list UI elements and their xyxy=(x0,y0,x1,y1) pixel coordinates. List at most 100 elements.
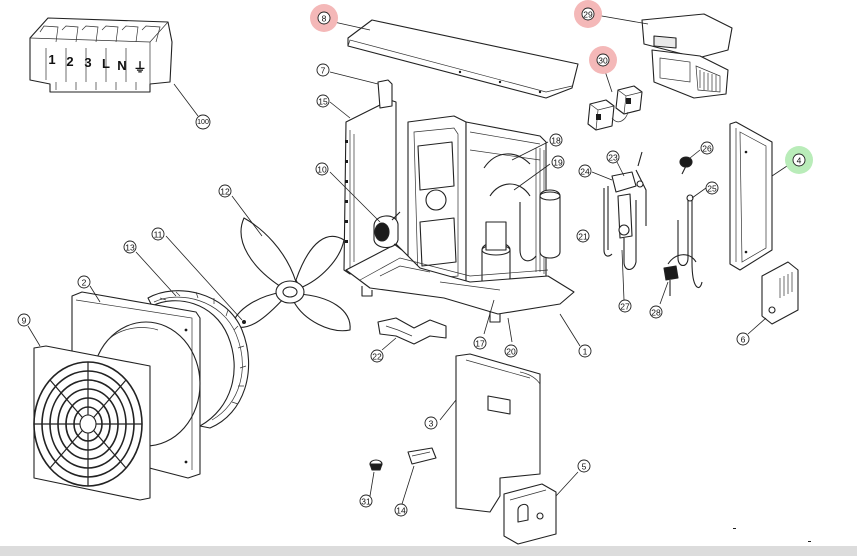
callout-label: 30 xyxy=(598,56,608,66)
callout-label: 10 xyxy=(317,165,327,175)
callout-label: 21 xyxy=(578,232,588,242)
callout-2: 2 xyxy=(77,275,91,289)
callout-12: 12 xyxy=(218,184,232,198)
callout-23: 23 xyxy=(606,150,620,164)
terminal-label-3: 3 xyxy=(84,55,91,70)
reactors xyxy=(587,67,643,131)
fan-motor xyxy=(373,211,403,251)
top-cover xyxy=(333,19,579,99)
callout-4: 4 xyxy=(785,146,813,174)
callout-100: 100 xyxy=(195,114,211,130)
callout-3: 3 xyxy=(424,416,438,430)
callout-circle xyxy=(315,162,329,176)
callout-8: 8 xyxy=(310,4,338,32)
callout-28: 28 xyxy=(649,305,663,319)
dust-marks xyxy=(733,528,811,542)
callout-label: 27 xyxy=(620,302,630,312)
callout-label: 1 xyxy=(583,347,588,357)
control-box xyxy=(595,13,733,99)
front-grille xyxy=(27,325,151,501)
callout-label: 4 xyxy=(797,156,802,166)
terminal-label-2: 2 xyxy=(66,54,73,69)
callout-30: 30 xyxy=(589,46,617,74)
callout-7: 7 xyxy=(316,63,330,77)
terminal-label-n: N xyxy=(117,58,126,73)
callout-label: 7 xyxy=(321,66,326,76)
callout-20: 20 xyxy=(504,344,518,358)
callout-9: 9 xyxy=(17,313,31,327)
callout-label: 28 xyxy=(651,308,661,318)
callout-circle xyxy=(606,150,620,164)
callout-circle xyxy=(370,349,384,363)
callout-circle xyxy=(549,133,563,147)
callout-circle xyxy=(578,164,592,178)
valve-assembly xyxy=(591,151,647,301)
callout-5: 5 xyxy=(577,459,591,473)
callout-label: 8 xyxy=(322,14,327,24)
callout-18: 18 xyxy=(549,133,563,147)
callout-circle xyxy=(359,494,373,508)
callout-label: 22 xyxy=(372,352,382,362)
drain-cap xyxy=(401,447,437,505)
callout-19: 19 xyxy=(551,155,565,169)
callout-circle xyxy=(705,181,719,195)
callout-circle xyxy=(151,227,165,241)
callout-label: 29 xyxy=(583,10,593,20)
fan-blade xyxy=(231,195,351,332)
callout-14: 14 xyxy=(394,503,408,517)
callout-27: 27 xyxy=(618,299,632,313)
callout-circle xyxy=(504,344,518,358)
drain-plug xyxy=(369,459,383,497)
bracket xyxy=(377,317,447,351)
terminal-label-ground: ⏚ xyxy=(133,60,146,75)
callout-label: 17 xyxy=(475,339,485,349)
terminal-block: 1 2 3 L N ⏚ xyxy=(29,17,199,117)
callout-circle xyxy=(317,11,331,25)
callout-circle xyxy=(394,503,408,517)
capillary-pipe xyxy=(677,187,707,288)
callout-6: 6 xyxy=(736,332,750,346)
callout-22: 22 xyxy=(370,349,384,363)
callout-label: 18 xyxy=(551,136,561,146)
expansion-valve-coil xyxy=(659,254,697,305)
callout-label: 3 xyxy=(429,419,434,429)
chassis xyxy=(329,71,581,347)
callout-label: 20 xyxy=(506,347,516,357)
side-panel xyxy=(729,121,791,271)
terminal-label-1: 1 xyxy=(48,52,55,67)
callout-circle xyxy=(551,155,565,169)
callout-10: 10 xyxy=(315,162,329,176)
callout-circle xyxy=(581,7,595,21)
callout-circle xyxy=(195,114,211,130)
valve-cover xyxy=(747,261,799,335)
callout-label: 24 xyxy=(580,167,590,177)
fan-shroud xyxy=(135,251,250,429)
callout-label: 25 xyxy=(707,184,717,194)
callout-circle xyxy=(578,344,592,358)
callout-circle xyxy=(596,53,610,67)
handle-cover xyxy=(503,471,579,545)
callout-label: 11 xyxy=(154,230,163,240)
callout-26: 26 xyxy=(700,141,714,155)
callout-circle xyxy=(736,332,750,346)
callout-label: 6 xyxy=(741,335,746,345)
callout-label: 9 xyxy=(22,316,27,326)
callout-circle xyxy=(700,141,714,155)
callout-label: 19 xyxy=(553,158,563,168)
callout-label: 31 xyxy=(361,497,371,507)
front-right-panel xyxy=(439,353,541,513)
callout-label: 13 xyxy=(125,243,135,253)
sensor xyxy=(679,149,701,175)
callout-circle xyxy=(218,184,232,198)
callout-circle xyxy=(618,299,632,313)
callout-circle xyxy=(576,229,590,243)
callout-21: 21 xyxy=(576,229,590,243)
callout-circle xyxy=(577,459,591,473)
callout-label: 2 xyxy=(82,278,87,288)
terminal-label-l: L xyxy=(102,56,110,71)
callout-25: 25 xyxy=(705,181,719,195)
callout-1: 1 xyxy=(578,344,592,358)
